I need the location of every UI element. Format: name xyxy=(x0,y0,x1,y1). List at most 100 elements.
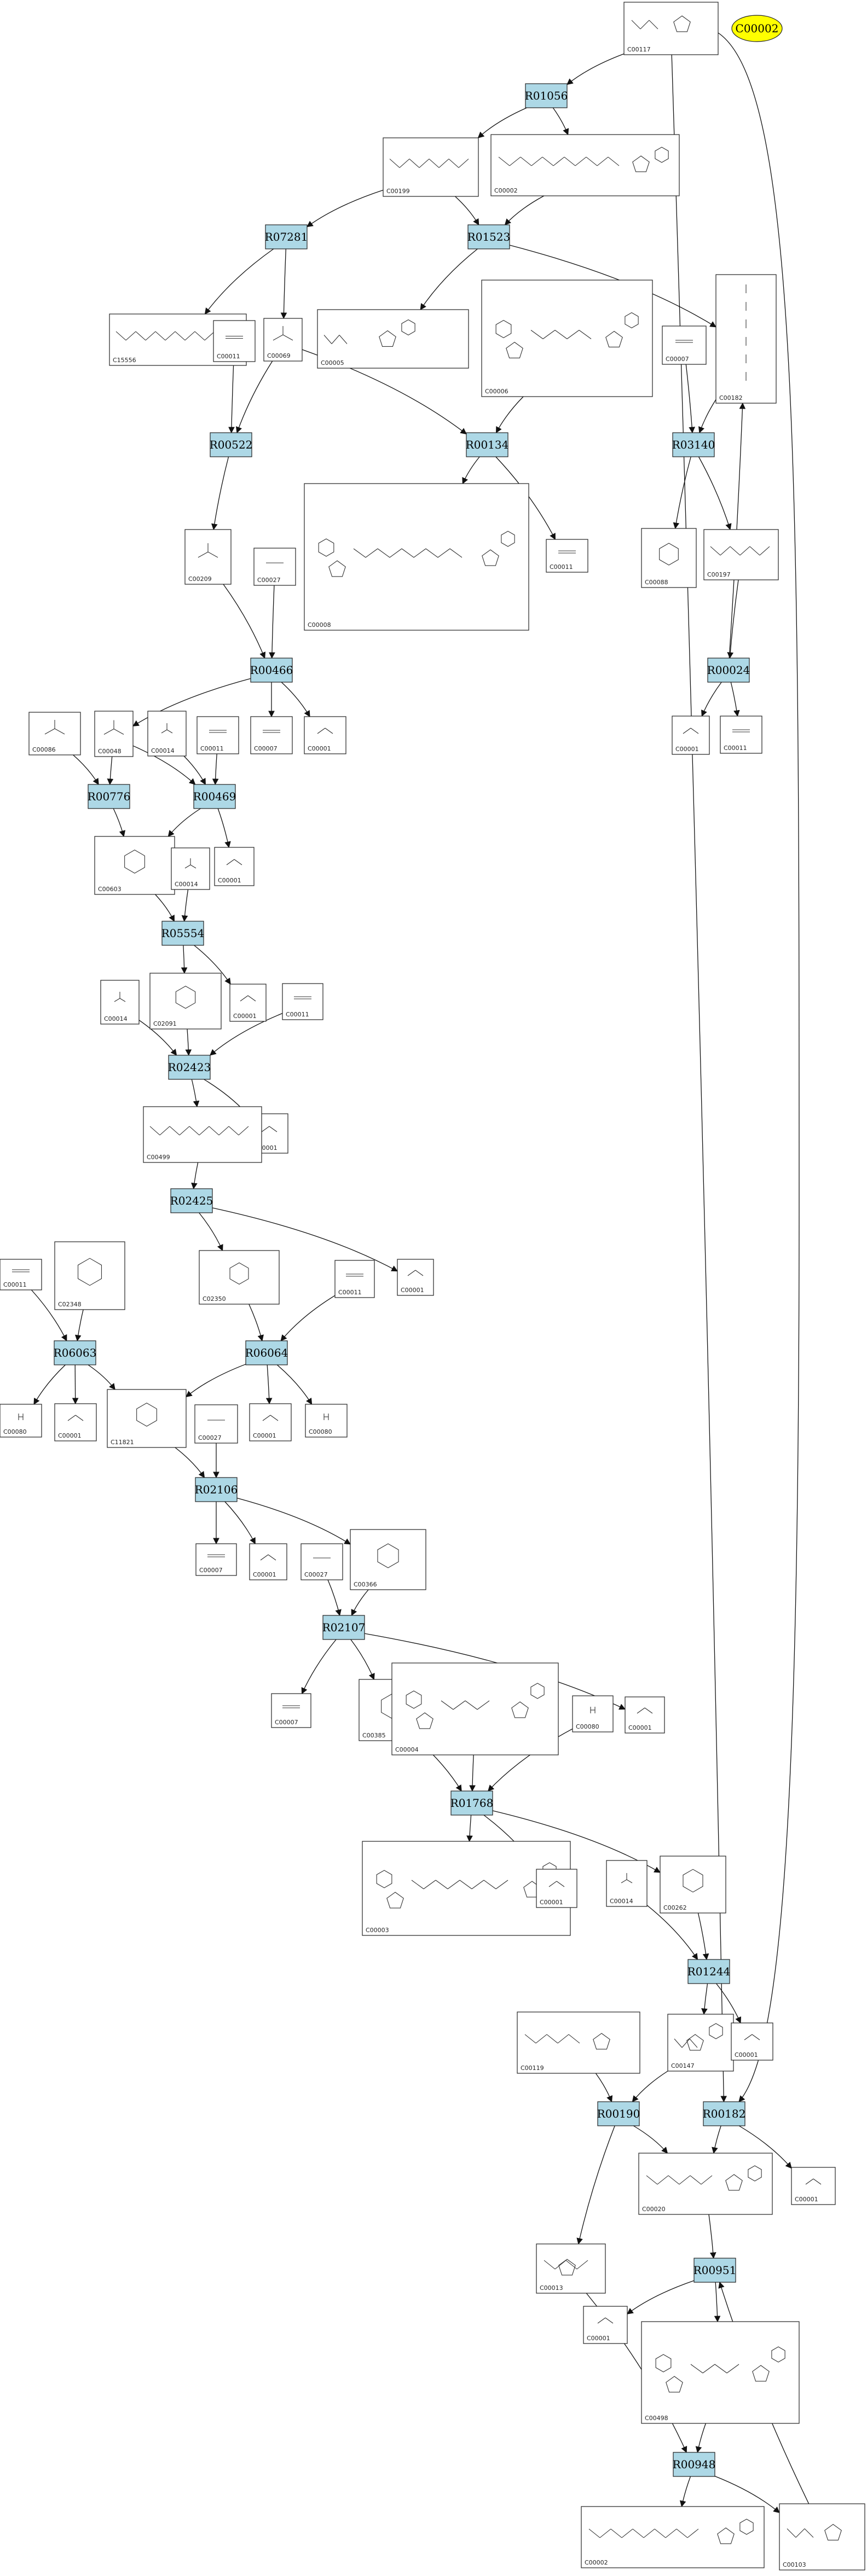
compound-node-c00007[interactable]: C00007 xyxy=(250,716,293,754)
reaction-node-r02107[interactable]: R02107 xyxy=(322,1615,366,1640)
compound-node-c00011[interactable]: C00011 xyxy=(720,716,762,754)
compound-node-c00080[interactable]: C00080 xyxy=(0,1404,42,1438)
reaction-node-r00948[interactable]: R00948 xyxy=(673,2452,716,2477)
compound-node-c00011[interactable]: C00011 xyxy=(196,716,239,754)
compound-node-c00014[interactable]: C00014 xyxy=(171,847,210,890)
compound-node-c00020[interactable]: C00020 xyxy=(638,2153,773,2215)
compound-node-c00001[interactable]: C00001 xyxy=(304,716,346,754)
compound-node-c02350[interactable]: C02350 xyxy=(199,1250,280,1305)
reaction-node-r05554[interactable]: R05554 xyxy=(161,921,205,946)
edge-c_C00007a-to-R03140 xyxy=(685,364,696,434)
compound-node-c00002[interactable]: C00002 xyxy=(581,2506,765,2568)
compound-node-c00011[interactable]: C00011 xyxy=(213,320,256,362)
compound-node-c00005[interactable]: C00005 xyxy=(317,309,469,369)
edge-R02106-to-c_C00001i xyxy=(224,1501,256,1545)
compound-node-c00008[interactable]: C00008 xyxy=(304,483,529,631)
reaction-node-r06064[interactable]: R06064 xyxy=(245,1340,288,1365)
compound-node-c00001[interactable]: C00001 xyxy=(397,1259,434,1296)
compound-node-c00002[interactable]: C00002 xyxy=(490,134,680,196)
compound-node-c00498[interactable]: C00498 xyxy=(641,2321,800,2424)
compound-node-c00103[interactable]: C00103 xyxy=(779,2503,865,2571)
edge-R01768-to-c_C00003 xyxy=(466,1815,473,1842)
compound-frame xyxy=(214,847,255,886)
compound-node-c00603[interactable]: C00603 xyxy=(94,836,175,895)
reaction-node-r01056[interactable]: R01056 xyxy=(525,83,568,108)
compound-node-c00001[interactable]: C00001 xyxy=(672,716,710,755)
compound-node-c00499[interactable]: C00499 xyxy=(143,1106,262,1163)
reaction-node-r00024[interactable]: R00024 xyxy=(707,658,750,683)
reaction-node-r07281[interactable]: R07281 xyxy=(265,224,308,249)
compound-node-c00007[interactable]: C00007 xyxy=(195,1543,237,1576)
compound-node-c00209[interactable]: C00209 xyxy=(184,529,232,585)
compound-node-c00182[interactable]: C00182 xyxy=(715,274,777,404)
reaction-node-r03140[interactable]: R03140 xyxy=(672,432,715,457)
reaction-node-r00522[interactable]: R00522 xyxy=(210,432,253,457)
compound-node-c00004[interactable]: C00004 xyxy=(391,1662,559,1755)
compound-node-c00001[interactable]: C00001 xyxy=(214,847,255,886)
compound-node-c00014[interactable]: C00014 xyxy=(606,1860,648,1907)
compound-node-c00001[interactable]: C00001 xyxy=(229,984,267,1022)
reaction-label: R01523 xyxy=(467,230,511,243)
target-compound-node[interactable]: C00002 xyxy=(731,15,783,42)
compound-node-c11821[interactable]: C11821 xyxy=(107,1389,187,1448)
compound-node-c00027[interactable]: C00027 xyxy=(194,1404,238,1444)
compound-node-c00069[interactable]: C00069 xyxy=(263,318,303,362)
reaction-node-r00466[interactable]: R00466 xyxy=(250,658,293,683)
reaction-node-r02106[interactable]: R02106 xyxy=(195,1477,238,1502)
compound-node-c00011[interactable]: C00011 xyxy=(546,539,588,573)
compound-node-c02348[interactable]: C02348 xyxy=(54,1241,125,1310)
compound-node-c00011[interactable]: C00011 xyxy=(282,983,323,1020)
compound-node-c00197[interactable]: C00197 xyxy=(703,529,779,580)
compound-id-label: C00011 xyxy=(217,353,240,360)
compound-node-c00001[interactable]: C00001 xyxy=(791,2167,836,2205)
compound-node-c00262[interactable]: C00262 xyxy=(660,1856,726,1914)
reaction-node-r01768[interactable]: R01768 xyxy=(450,1790,494,1816)
compound-node-c00001[interactable]: C00001 xyxy=(583,2306,628,2344)
compound-node-c00001[interactable]: C00001 xyxy=(625,1696,665,1734)
reaction-node-r01523[interactable]: R01523 xyxy=(467,224,511,249)
reaction-node-r01244[interactable]: R01244 xyxy=(687,1959,731,1984)
edge-c_C00209-to-R00466 xyxy=(223,584,266,659)
compound-node-c00014[interactable]: C00014 xyxy=(100,980,140,1025)
reaction-node-r00469[interactable]: R00469 xyxy=(193,784,236,809)
compound-node-c00014[interactable]: C00014 xyxy=(147,711,187,757)
compound-node-c00001[interactable]: C00001 xyxy=(54,1403,97,1441)
compound-node-c00086[interactable]: C00086 xyxy=(28,712,81,755)
reaction-node-r00182[interactable]: R00182 xyxy=(703,2101,746,2126)
compound-node-c00007[interactable]: C00007 xyxy=(662,325,707,365)
compound-id-label: C00048 xyxy=(98,748,122,755)
compound-id-label: C00119 xyxy=(521,2065,544,2072)
compound-node-c00001[interactable]: C00001 xyxy=(249,1543,287,1580)
compound-node-c00011[interactable]: C00011 xyxy=(0,1259,42,1290)
compound-node-c00199[interactable]: C00199 xyxy=(383,137,479,197)
compound-node-c00117[interactable]: C00117 xyxy=(623,2,719,55)
compound-node-c00027[interactable]: C00027 xyxy=(253,548,296,586)
compound-node-c00001[interactable]: C00001 xyxy=(249,1403,292,1441)
reaction-node-r02423[interactable]: R02423 xyxy=(168,1055,211,1080)
reaction-node-r00134[interactable]: R00134 xyxy=(466,432,509,457)
reaction-node-r06063[interactable]: R06063 xyxy=(54,1340,97,1365)
compound-node-c00001[interactable]: C00001 xyxy=(536,1869,577,1908)
compound-node-c00080[interactable]: C00080 xyxy=(572,1695,614,1732)
compound-node-c00048[interactable]: C00048 xyxy=(94,711,134,757)
reaction-node-r00951[interactable]: R00951 xyxy=(693,2258,737,2283)
compound-node-c00366[interactable]: C00366 xyxy=(350,1529,426,1590)
compound-node-c00011[interactable]: C00011 xyxy=(334,1260,375,1298)
compound-node-c00013[interactable]: C00013 xyxy=(536,2243,606,2294)
reaction-node-r02425[interactable]: R02425 xyxy=(170,1188,213,1213)
compound-node-c00088[interactable]: C00088 xyxy=(641,528,697,588)
compound-node-c02091[interactable]: C02091 xyxy=(149,973,222,1030)
compound-node-c00006[interactable]: C00006 xyxy=(481,280,653,397)
compound-node-c00119[interactable]: C00119 xyxy=(517,2011,640,2074)
reaction-node-r00190[interactable]: R00190 xyxy=(597,2101,640,2126)
compound-node-c00003[interactable]: C00003 xyxy=(362,1841,571,1936)
compound-node-c00080[interactable]: C00080 xyxy=(305,1404,348,1438)
reaction-node-r00776[interactable]: R00776 xyxy=(88,784,131,809)
compound-frame xyxy=(720,716,762,754)
edge-R05554-to-c_C00001d xyxy=(194,945,231,985)
compound-node-c00027[interactable]: C00027 xyxy=(300,1543,343,1580)
compound-node-c00001[interactable]: C00001 xyxy=(731,2022,773,2061)
compound-frame xyxy=(779,2503,865,2571)
compound-node-c00147[interactable]: C00147 xyxy=(667,2014,734,2072)
compound-node-c00007[interactable]: C00007 xyxy=(271,1693,311,1728)
